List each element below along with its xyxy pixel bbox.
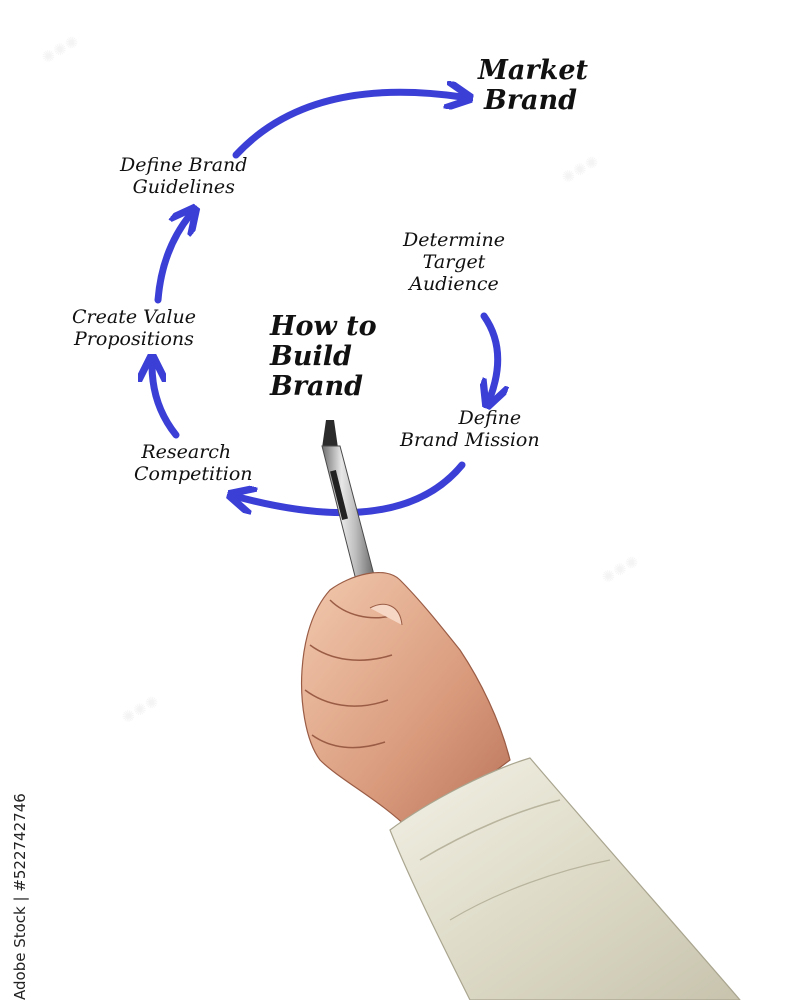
arrow-audience-to-mission xyxy=(484,312,498,398)
step-line: Competition xyxy=(134,462,253,485)
arrow-group xyxy=(152,92,498,517)
step-line: Propositions xyxy=(74,327,194,350)
step-line: Define Brand xyxy=(120,154,248,176)
goal-label: Market Brand xyxy=(478,56,588,115)
step-define-brand-guidelines: Define Brand Guidelines xyxy=(120,154,248,199)
arrow-research-to-propositions xyxy=(152,365,180,439)
step-line: Research xyxy=(141,441,232,463)
step-research-competition: Research Competition xyxy=(134,441,253,486)
arrow-guidelines-to-market xyxy=(232,92,462,159)
title-line-3: Brand xyxy=(270,371,364,403)
pen-icon xyxy=(321,420,379,597)
diagram-title: How to Build Brand xyxy=(270,311,377,403)
goal-line-2: Brand xyxy=(484,84,578,116)
shirt-sleeve xyxy=(389,757,741,1000)
step-line: Brand Mission xyxy=(400,428,540,451)
arrow-mission-to-research xyxy=(238,461,466,517)
step-define-brand-mission: Define Brand Mission xyxy=(400,407,540,452)
step-determine-target-audience: Determine Target Audience xyxy=(403,229,506,296)
step-line: Determine xyxy=(403,229,506,251)
title-line-2: Build xyxy=(270,341,352,373)
step-line: Guidelines xyxy=(132,175,235,198)
step-create-value-propositions: Create Value Propositions xyxy=(72,306,196,351)
step-line: Create Value xyxy=(72,306,196,328)
step-line: Define xyxy=(458,407,522,429)
title-line-1: How to xyxy=(270,311,377,342)
goal-line-1: Market xyxy=(478,55,588,86)
stock-watermark: Adobe Stock | #522742746 xyxy=(10,793,30,1000)
arrow-propositions-to-guidelines xyxy=(154,215,190,304)
step-line: Audience xyxy=(409,272,499,295)
step-line: Target xyxy=(422,250,486,273)
stock-watermark-text: Adobe Stock | #522742746 xyxy=(11,793,29,1000)
